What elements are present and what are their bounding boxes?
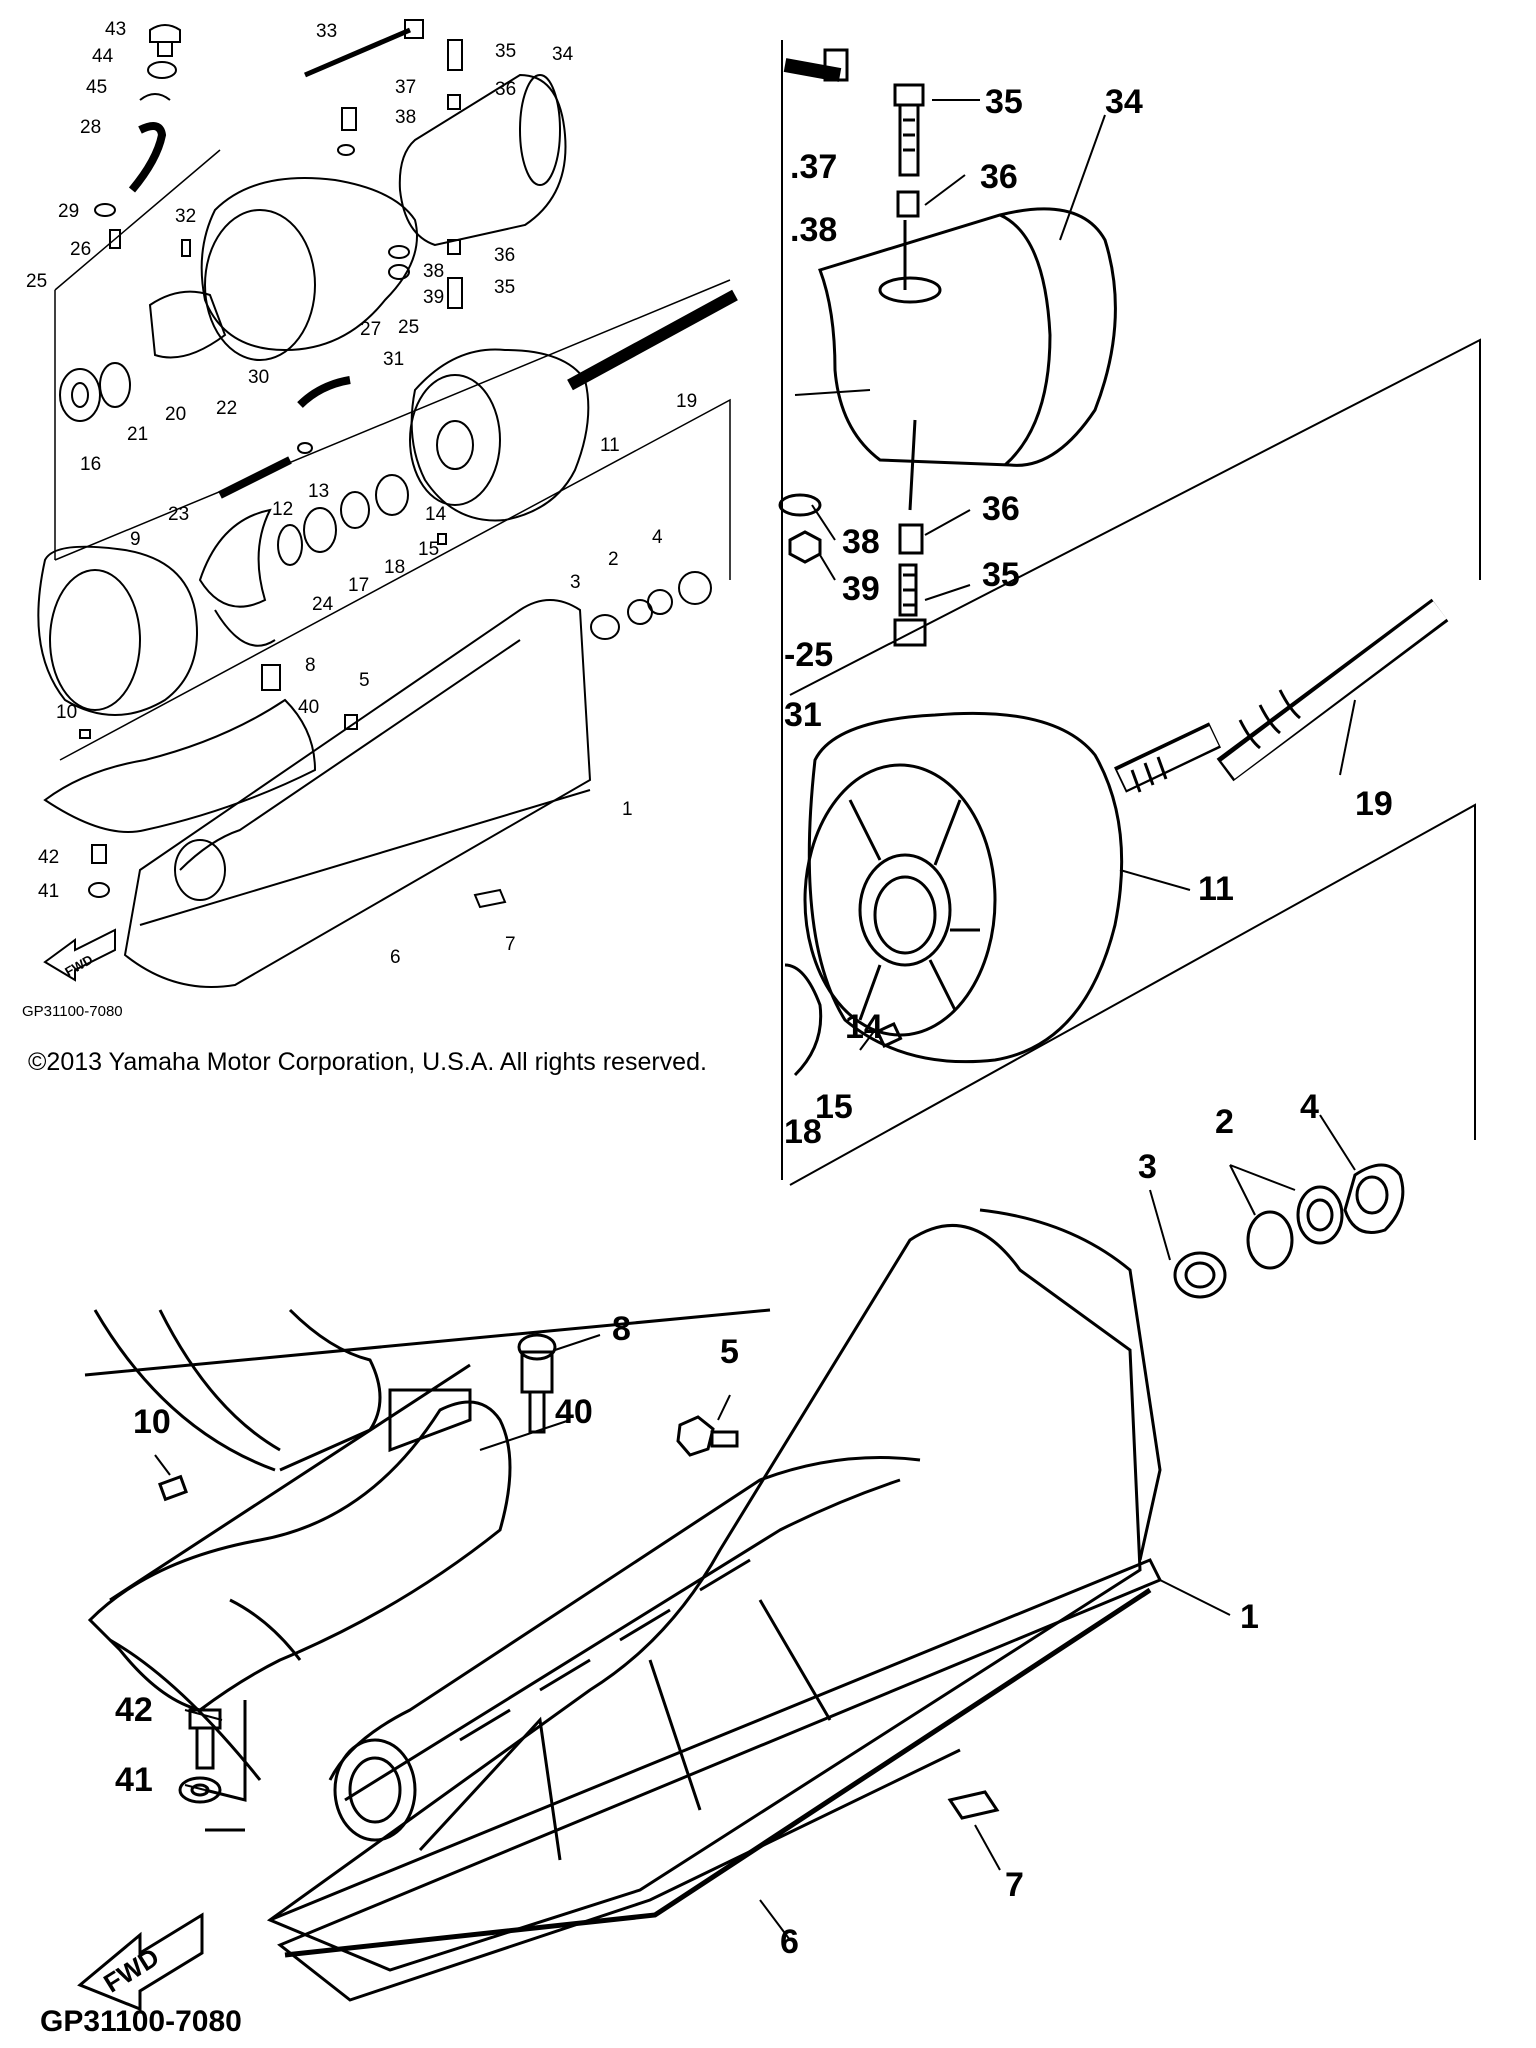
callout-40: 40	[298, 697, 320, 718]
detail-callout-38b: 38	[842, 523, 880, 561]
detail-callout-8: 8	[612, 1310, 631, 1348]
callout-41: 41	[38, 881, 60, 902]
callout-33: 33	[316, 21, 338, 42]
detail-callout-5: 5	[720, 1333, 739, 1371]
detail-top-drawing	[778, 40, 1481, 1299]
callout-24: 24	[312, 594, 334, 615]
callout-35b: 35	[494, 277, 516, 298]
detail-callout-15: 15	[815, 1088, 853, 1126]
detail-callout-38a: .38	[790, 211, 838, 249]
callout-12: 12	[272, 499, 294, 520]
overview-drawing	[37, 19, 738, 988]
callout-21: 21	[127, 424, 149, 445]
detail-callout-19: 19	[1355, 785, 1393, 823]
callout-14: 14	[425, 504, 447, 525]
detail-callout-4: 4	[1300, 1088, 1319, 1126]
callout-29: 29	[58, 201, 80, 222]
callout-22: 22	[216, 398, 238, 419]
callout-4: 4	[652, 527, 663, 548]
detail-callout-35a: 35	[985, 83, 1023, 121]
callout-30: 30	[248, 367, 270, 388]
callout-15: 15	[418, 539, 440, 560]
detail-callout-39: 39	[842, 570, 880, 608]
callout-13: 13	[308, 481, 330, 502]
leader-lines	[154, 99, 1356, 1941]
callout-11: 11	[600, 435, 620, 456]
detail-callout-18: 18	[784, 1113, 822, 1151]
callout-31: 31	[383, 349, 405, 370]
detail-callout-3: 3	[1138, 1148, 1157, 1186]
callout-27: 27	[360, 319, 382, 340]
callout-34: 34	[552, 44, 574, 65]
callout-25b: 25	[398, 317, 420, 338]
callout-18: 18	[384, 557, 406, 578]
callout-19: 19	[676, 391, 698, 412]
callout-10: 10	[56, 702, 78, 723]
callout-6: 6	[390, 947, 401, 968]
callout-35a: 35	[495, 41, 517, 62]
callout-43: 43	[105, 19, 127, 40]
callout-2: 2	[608, 549, 619, 570]
callout-38b: 38	[423, 261, 445, 282]
callout-17: 17	[348, 575, 370, 596]
copyright-notice: ©2013 Yamaha Motor Corporation, U.S.A. A…	[28, 1048, 707, 1076]
detail-callout-36b: 36	[982, 490, 1020, 528]
callout-39: 39	[423, 287, 445, 308]
callout-36b: 36	[494, 245, 516, 266]
callout-32: 32	[175, 206, 197, 227]
callout-16: 16	[80, 454, 102, 475]
callout-9: 9	[130, 529, 141, 550]
detail-callout-42: 42	[115, 1691, 153, 1729]
callout-42: 42	[38, 847, 60, 868]
detail-callout-35b: 35	[982, 556, 1020, 594]
detail-callout-7: 7	[1005, 1866, 1024, 1904]
detail-callout-41: 41	[115, 1761, 153, 1799]
detail-callout-1: 1	[1240, 1598, 1259, 1636]
callout-25a: 25	[26, 271, 48, 292]
detail-callout-2: 2	[1215, 1103, 1234, 1141]
detail-callout-40: 40	[555, 1393, 593, 1431]
detail-callout-36a: 36	[980, 158, 1018, 196]
callout-8: 8	[305, 655, 316, 676]
callout-26: 26	[70, 239, 92, 260]
callout-7: 7	[505, 934, 516, 955]
detail-callout-25: -25	[784, 636, 834, 674]
detail-callout-14: 14	[845, 1008, 883, 1046]
callout-38a: 38	[395, 107, 417, 128]
callout-37: 37	[395, 77, 417, 98]
detail-diagram-code: GP31100-7080	[40, 2005, 242, 2038]
detail-callout-37: .37	[790, 148, 838, 186]
callout-28: 28	[80, 117, 102, 138]
callout-44: 44	[92, 46, 114, 67]
callout-1: 1	[622, 799, 633, 820]
callout-3: 3	[570, 572, 581, 593]
callout-36a: 36	[495, 79, 517, 100]
callout-45: 45	[86, 77, 108, 98]
detail-callout-10: 10	[133, 1403, 171, 1441]
overview-diagram-code: GP31100-7080	[22, 1003, 123, 1020]
callout-20: 20	[165, 404, 187, 425]
detail-callout-34: 34	[1105, 83, 1143, 121]
callout-23: 23	[168, 504, 190, 525]
detail-callout-11: 11	[1198, 870, 1234, 908]
detail-callout-31: 31	[784, 696, 822, 734]
detail-callout-6: 6	[780, 1923, 799, 1961]
callout-5: 5	[359, 670, 370, 691]
